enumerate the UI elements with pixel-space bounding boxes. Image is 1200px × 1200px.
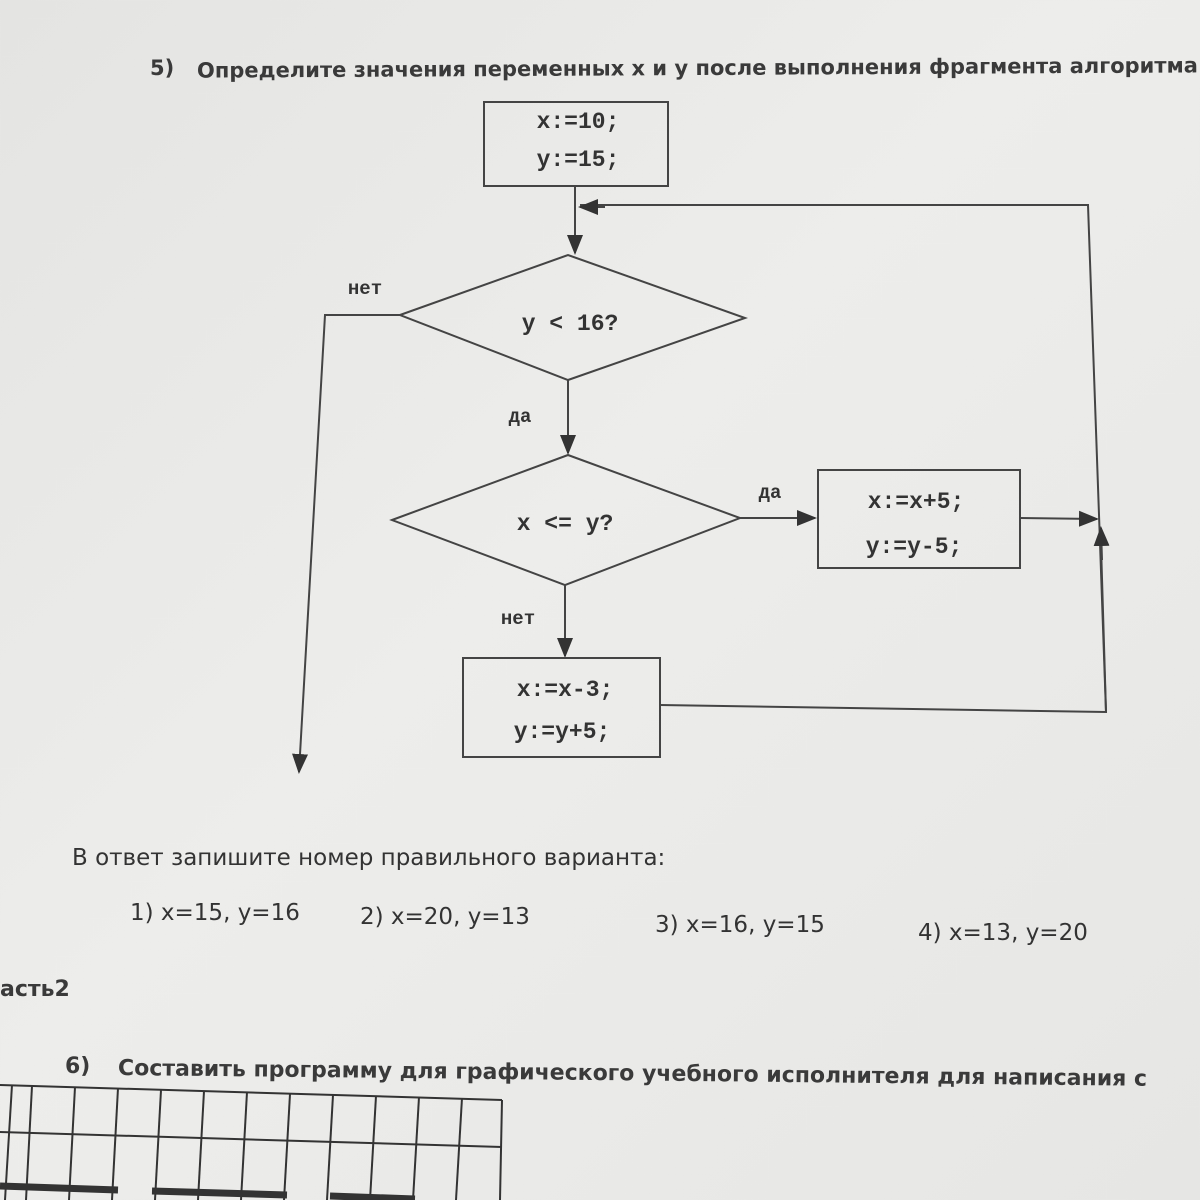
cond2-text: x <= y? xyxy=(517,511,614,537)
no-block xyxy=(462,657,661,758)
no-block-out-line xyxy=(659,544,1108,714)
task5-number: 5) xyxy=(150,56,175,80)
yes-block-x: x:=x+5; xyxy=(868,489,965,515)
yes-block-y: y:=y-5; xyxy=(866,534,963,560)
loop-back-line xyxy=(580,204,1107,713)
cond1-no-label: нет xyxy=(348,278,382,300)
option-4: 4) x=13, y=20 xyxy=(918,920,1088,946)
option-2: 2) x=20, y=13 xyxy=(360,904,530,930)
cond1-diamond xyxy=(397,253,749,382)
option-1: 1) x=15, y=16 xyxy=(130,900,300,926)
cond1-no-line xyxy=(292,314,400,774)
no-block-y: y:=y+5; xyxy=(514,719,611,745)
init-y: y:=15; xyxy=(537,147,620,173)
option-3: 3) x=16, y=15 xyxy=(655,912,825,938)
no-block-x: x:=x-3; xyxy=(517,677,614,703)
cond1-text: y < 16? xyxy=(522,311,619,337)
cond1-yes-label: да xyxy=(509,406,532,428)
init-x: x:=10; xyxy=(537,109,620,135)
part-label: асть2 xyxy=(0,977,70,1002)
up-arrow xyxy=(1093,526,1110,561)
cond2-no-label: нет xyxy=(501,608,535,630)
drawing-grid xyxy=(0,1084,503,1200)
answer-prompt: В ответ запишите номер правильного вариа… xyxy=(72,845,666,871)
cond2-yes-label: да xyxy=(759,482,782,504)
yes-block-out-arrow xyxy=(1019,510,1099,527)
task6-number: 6) xyxy=(65,1054,91,1079)
